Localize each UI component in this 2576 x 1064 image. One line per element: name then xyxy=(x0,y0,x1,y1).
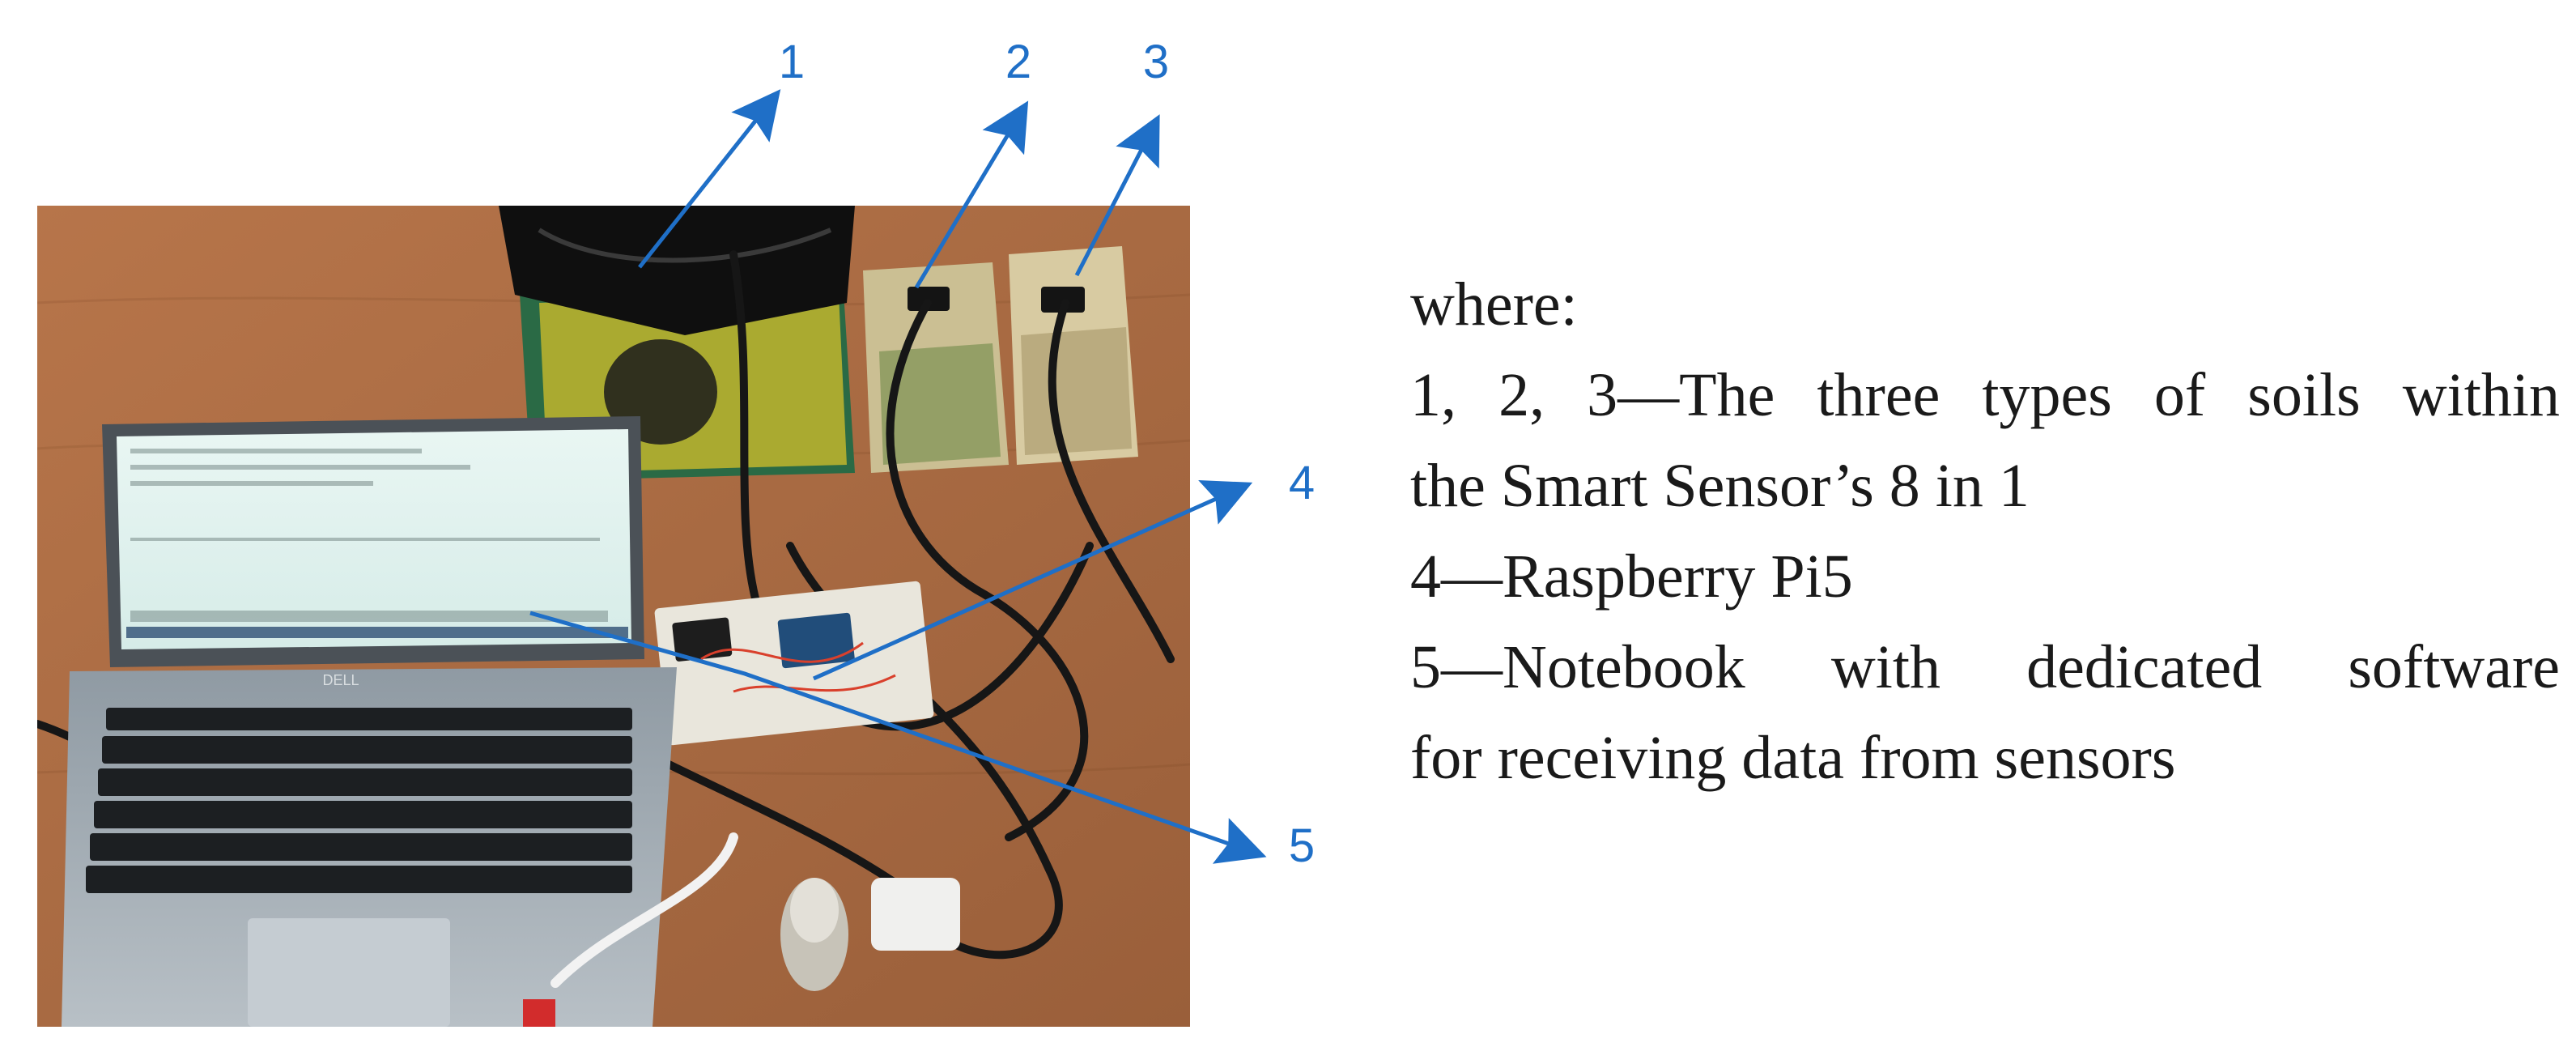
figure-legend: where: 1, 2, 3—The three types of soils … xyxy=(1410,259,2560,803)
arrow-4 xyxy=(812,479,1253,681)
usb-hub xyxy=(871,878,960,951)
legend-line-1: 1, 2, 3—The three types of soils within xyxy=(1410,361,2560,429)
arrow-5 xyxy=(529,611,1267,864)
mouse xyxy=(780,878,848,991)
laptop: DELL xyxy=(62,416,677,1027)
arrow-1 xyxy=(638,89,781,269)
photo-scene: DELL xyxy=(37,206,1190,1027)
arrow-2 xyxy=(914,100,1029,289)
legend-line-2: the Smart Sensor’s 8 in 1 xyxy=(1410,452,2030,520)
callout-1-label: 1 xyxy=(779,36,805,88)
callout-4-label: 4 xyxy=(1289,457,1315,509)
callout-5-label: 5 xyxy=(1289,819,1315,872)
callout-2-label: 2 xyxy=(1005,36,1031,88)
legend-line-4: 5—Notebook with dedicated software xyxy=(1410,633,2560,701)
callout-3-label: 3 xyxy=(1143,36,1169,88)
white-cable xyxy=(550,832,738,988)
arrow-3 xyxy=(1074,114,1160,277)
soil-bag-3 xyxy=(1009,246,1138,465)
legend-line-5: for receiving data from sensors xyxy=(1410,724,2176,792)
laptop-brand: DELL xyxy=(322,672,359,688)
legend-intro: where: xyxy=(1410,270,1578,338)
legend-line-3: 4—Raspberry Pi5 xyxy=(1410,543,1853,611)
raspberry-pi-board xyxy=(654,581,934,746)
soil-bag-2 xyxy=(863,262,1009,473)
setup-photo: DELL xyxy=(37,206,1190,1027)
